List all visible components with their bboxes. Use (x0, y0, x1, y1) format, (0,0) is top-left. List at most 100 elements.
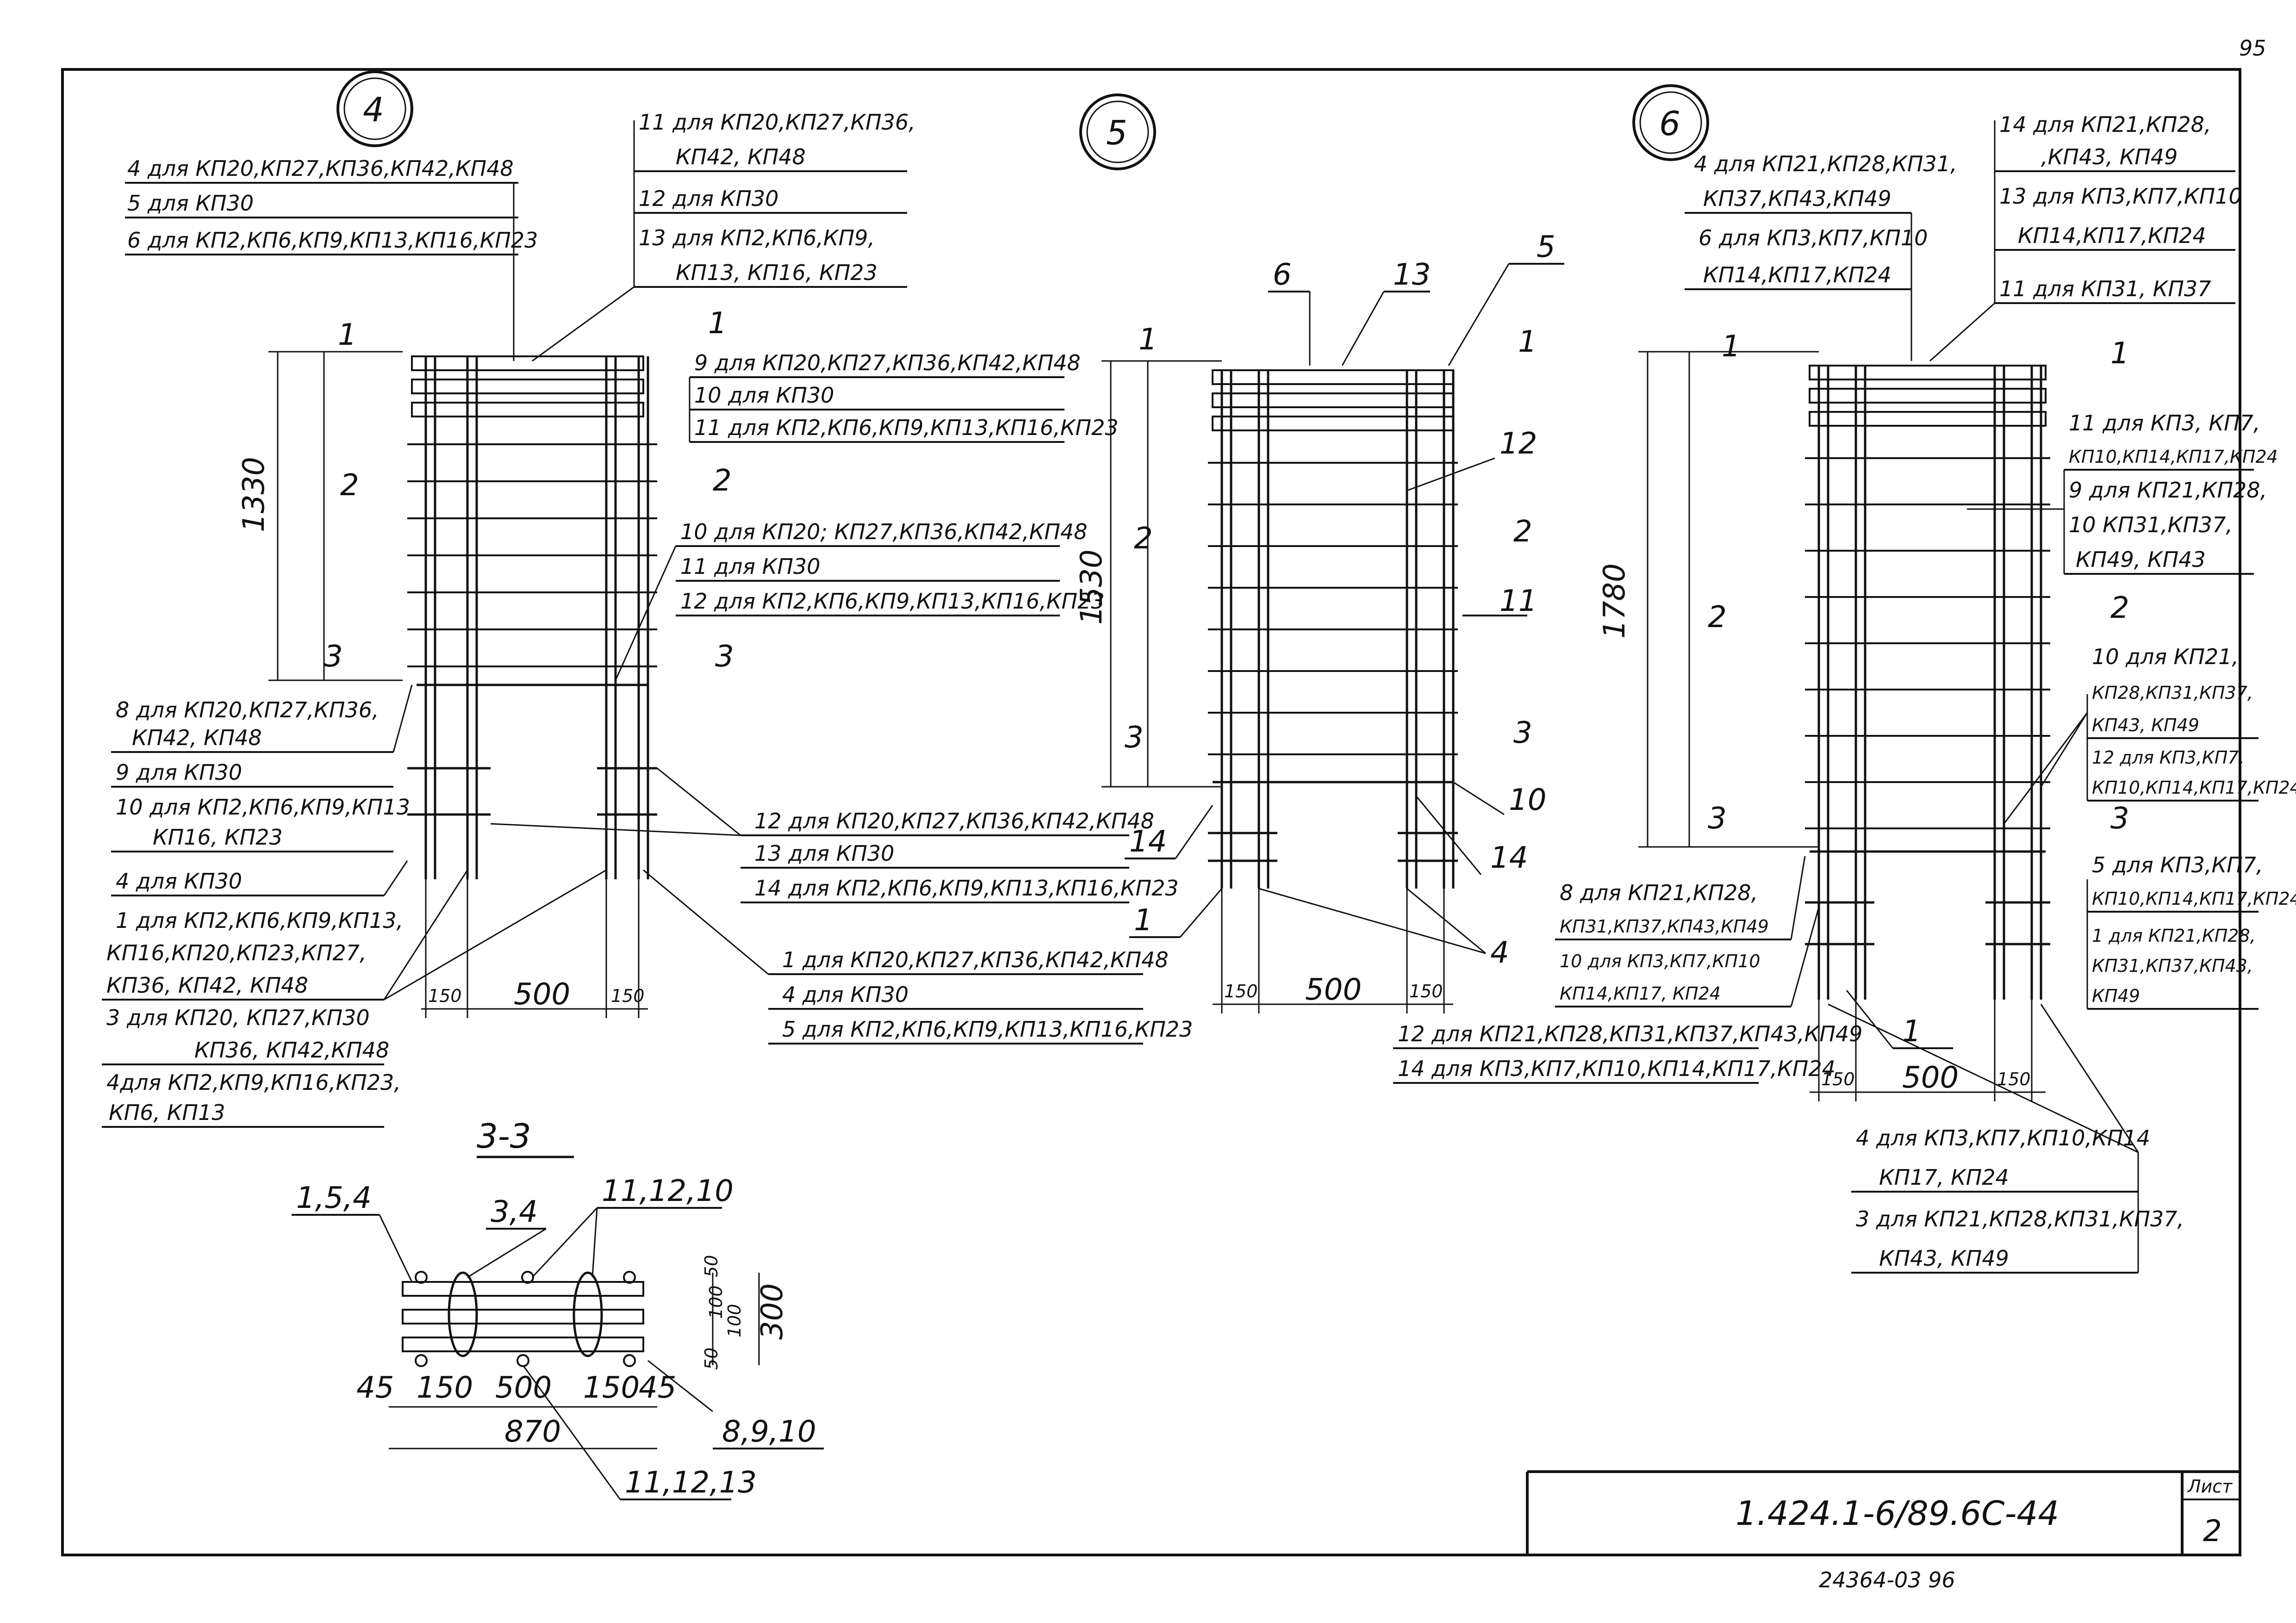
svg-text:КП37,КП43,КП49: КП37,КП43,КП49 (1703, 186, 1892, 211)
svg-text:3 для КП20, КП27,КП30: 3 для КП20, КП27,КП30 (106, 1005, 370, 1030)
svg-text:2: 2 (1513, 515, 1532, 549)
node-6: 6 4 для КП21,КП28,КП31, КП37,КП43,КП49 6… (1555, 84, 2296, 1274)
svg-text:1: 1 (1722, 330, 1741, 364)
svg-text:11,12,10: 11,12,10 (602, 1174, 734, 1208)
svg-text:150: 150 (611, 986, 645, 1006)
node-4-bottom-dims: 150 500 150 (421, 879, 648, 1018)
svg-text:КП43, КП49: КП43, КП49 (2092, 715, 2199, 735)
node-6-right-notes-c: 5 для КП3,КП7, КП10,КП14,КП17,КП24 1 для… (2086, 852, 2296, 1010)
svg-text:1 для КП2,КП6,КП9,КП13,: 1 для КП2,КП6,КП9,КП13, (116, 908, 403, 933)
node-4-left-notes-b: 4 для КП30 1 для КП2,КП6,КП9,КП13, КП16,… (102, 860, 607, 1128)
svg-text:КП28,КП31,КП37,: КП28,КП31,КП37, (2092, 683, 2253, 703)
svg-text:5: 5 (1537, 230, 1556, 264)
svg-text:11 для КП2,КП6,КП9,КП13,КП16,К: 11 для КП2,КП6,КП9,КП13,КП16,КП23 (694, 415, 1119, 440)
svg-text:11 для КП3, КП7,: 11 для КП3, КП7, (2069, 410, 2260, 435)
svg-text:3: 3 (715, 640, 734, 674)
svg-text:13 для КП2,КП6,КП9,: 13 для КП2,КП6,КП9, (639, 225, 875, 250)
node-4-marker (336, 70, 413, 147)
svg-text:14: 14 (1129, 825, 1167, 859)
svg-text:8 для КП20,КП27,КП36,: 8 для КП20,КП27,КП36, (116, 697, 379, 722)
svg-text:3: 3 (1513, 716, 1532, 750)
svg-text:12 для КП3,КП7,: 12 для КП3,КП7, (2092, 747, 2245, 768)
svg-text:2: 2 (1708, 600, 1727, 634)
svg-text:КП36, КП42,КП48: КП36, КП42,КП48 (194, 1038, 389, 1063)
svg-text:11 для КП20,КП27,КП36,: 11 для КП20,КП27,КП36, (639, 110, 915, 135)
page-number: 95 (2239, 36, 2266, 61)
svg-text:100: 100 (706, 1285, 726, 1319)
svg-text:11: 11 (1500, 584, 1537, 618)
svg-text:45: 45 (639, 1371, 676, 1405)
sheet-label: Лист (2187, 1476, 2233, 1497)
svg-text:150: 150 (417, 1371, 473, 1405)
svg-text:11,12,13: 11,12,13 (625, 1466, 757, 1500)
svg-text:КП31,КП37,КП43,: КП31,КП37,КП43, (2092, 956, 2253, 976)
node-6-cage (1805, 365, 2050, 1000)
node-6-bottom-notes: 4 для КП3,КП7,КП10,КП14 КП17, КП24 3 для… (1828, 1003, 2184, 1274)
svg-text:5 для КП30: 5 для КП30 (127, 191, 254, 216)
svg-text:300: 300 (755, 1283, 790, 1340)
svg-text:100: 100 (724, 1304, 745, 1337)
svg-text:КП31,КП37,КП43,КП49: КП31,КП37,КП43,КП49 (1560, 916, 1769, 937)
svg-text:КП16, КП23: КП16, КП23 (153, 825, 283, 850)
svg-text:11 для КП31, КП37: 11 для КП31, КП37 (1999, 276, 2211, 301)
svg-text:КП36, КП42, КП48: КП36, КП42, КП48 (106, 973, 308, 998)
node-5-cage (1208, 369, 1458, 889)
svg-text:500: 500 (495, 1371, 552, 1405)
node-5-bottom-dims: 150 500 150 (1213, 889, 1453, 1014)
node-6-marker (1632, 84, 1709, 161)
svg-text:4: 4 (1490, 936, 1509, 970)
svg-text:КП10,КП14,КП17,КП24: КП10,КП14,КП17,КП24 (2092, 777, 2296, 798)
node-4-right-notes-d: 1 для КП20,КП27,КП36,КП42,КП48 4 для КП3… (643, 869, 1193, 1045)
svg-text:1: 1 (1139, 323, 1157, 357)
svg-text:КП42, КП48: КП42, КП48 (132, 725, 262, 750)
node-6-id: 6 (1659, 104, 1680, 143)
section-3-3: 3-3 1,5,4 3,4 11,12,10 50 100 100 50 300 (292, 1117, 824, 1500)
node-6-right-notes-a: 11 для КП3, КП7, КП10,КП14,КП17,КП24 9 д… (1967, 410, 2278, 575)
svg-text:КП16,КП20,КП23,КП27,: КП16,КП20,КП23,КП27, (106, 940, 367, 965)
svg-text:8 для КП21,КП28,: 8 для КП21,КП28, (1560, 880, 1758, 905)
svg-text:КП10,КП14,КП17,КП24: КП10,КП14,КП17,КП24 (2092, 889, 2296, 909)
svg-text:КП10,КП14,КП17,КП24: КП10,КП14,КП17,КП24 (2069, 447, 2278, 467)
node-4-cage (407, 355, 657, 879)
svg-text:КП14,КП17,КП24: КП14,КП17,КП24 (1703, 262, 1892, 287)
node-4-right-notes-a: 9 для КП20,КП27,КП36,КП42,КП48 10 для КП… (689, 350, 1119, 443)
title-block: 1.424.1-6/89.6С-44 Лист 2 (1526, 1470, 2240, 1555)
node-6-right-notes-b: 10 для КП21, КП28,КП31,КП37, КП43, КП49 … (2003, 644, 2296, 824)
svg-text:150: 150 (583, 1371, 640, 1405)
svg-text:10 для КП30: 10 для КП30 (694, 383, 834, 408)
svg-text:3: 3 (1125, 721, 1144, 755)
svg-text:50: 50 (701, 1348, 722, 1370)
node-6-bottom-dims: 150 500 150 (1810, 1000, 2046, 1101)
svg-text:10 для КП20; КП27,КП36,КП42,КП: 10 для КП20; КП27,КП36,КП42,КП48 (680, 519, 1088, 544)
svg-text:6 для КП2,КП6,КП9,КП13,КП16,КП: 6 для КП2,КП6,КП9,КП13,КП16,КП23 (127, 228, 538, 253)
svg-text:6: 6 (1273, 258, 1292, 292)
svg-text:2: 2 (1134, 522, 1153, 556)
svg-text:10 КП31,КП37,: 10 КП31,КП37, (2069, 512, 2233, 537)
svg-text:9 для КП30: 9 для КП30 (116, 760, 242, 785)
svg-text:11 для КП30: 11 для КП30 (680, 554, 820, 579)
svg-text:13 для КП30: 13 для КП30 (754, 841, 894, 866)
sheet-frame (61, 68, 2241, 1556)
svg-text:КП14,КП17,КП24: КП14,КП17,КП24 (2018, 223, 2206, 248)
svg-text:14 для КП2,КП6,КП9,КП13,КП16,К: 14 для КП2,КП6,КП9,КП13,КП16,КП23 (754, 876, 1179, 901)
node-4-right-notes-b: 10 для КП20; КП27,КП36,КП42,КП48 11 для … (615, 519, 1105, 681)
svg-text:10: 10 (1509, 783, 1546, 817)
svg-text:50: 50 (701, 1255, 722, 1277)
node-5-bottom-notes: 12 для КП21,КП28,КП31,КП37,КП43,КП49 14 … (1393, 1021, 1862, 1084)
svg-text:12 для КП21,КП28,КП31,КП37,КП4: 12 для КП21,КП28,КП31,КП37,КП43,КП49 (1398, 1021, 1862, 1046)
svg-text:150: 150 (428, 986, 462, 1006)
node-4-left-notes-a: 8 для КП20,КП27,КП36, КП42, КП48 9 для К… (111, 684, 413, 852)
svg-text:12 для КП30: 12 для КП30 (639, 186, 778, 211)
node-6-top-right-notes: 14 для КП21,КП28, ,КП43, КП49 13 для КП3… (1929, 112, 2242, 362)
svg-text:2: 2 (713, 464, 732, 498)
svg-text:6 для КП3,КП7,КП10: 6 для КП3,КП7,КП10 (1699, 225, 1928, 250)
svg-text:3,4: 3,4 (491, 1195, 538, 1229)
svg-text:45: 45 (356, 1371, 394, 1405)
svg-text:14 для КП21,КП28,: 14 для КП21,КП28, (1999, 112, 2211, 137)
svg-text:2: 2 (2110, 591, 2129, 625)
node-6-top-left-notes: 4 для КП21,КП28,КП31, КП37,КП43,КП49 6 д… (1685, 151, 1957, 361)
svg-text:9 для КП20,КП27,КП36,КП42,КП48: 9 для КП20,КП27,КП36,КП42,КП48 (694, 350, 1081, 375)
svg-text:4 для КП30: 4 для КП30 (782, 982, 908, 1007)
svg-text:150: 150 (1997, 1069, 2031, 1089)
svg-text:14: 14 (1490, 841, 1528, 875)
